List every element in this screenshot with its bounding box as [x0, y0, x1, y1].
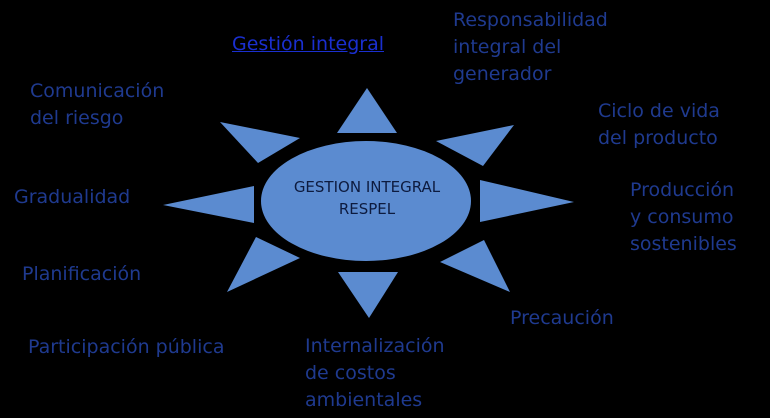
- label-planificacion: Planificación: [22, 263, 142, 285]
- ray-bottom-right: [440, 240, 510, 292]
- ray-top-left: [220, 122, 300, 163]
- ray-right: [480, 180, 574, 222]
- label-produccion-consumo: Producción y consumo sostenibles: [630, 179, 737, 255]
- ray-bottom: [338, 272, 398, 318]
- center-ellipse: [261, 141, 471, 261]
- label-comunicacion: Comunicación del riesgo: [30, 80, 165, 129]
- label-ciclo-vida: Ciclo de vida del producto: [598, 100, 720, 149]
- gestion-integral-link[interactable]: Gestión integral: [232, 33, 384, 55]
- ray-top: [337, 88, 397, 133]
- label-internalizacion: Internalización de costos ambientales: [305, 335, 445, 411]
- label-precaucion: Precaución: [510, 307, 614, 329]
- label-participacion: Participación pública: [28, 336, 225, 358]
- ray-left: [163, 186, 254, 223]
- ray-top-right: [436, 125, 514, 166]
- label-responsabilidad: Responsabilidad integral del generador: [453, 9, 608, 85]
- ray-bottom-left: [227, 237, 300, 292]
- label-gradualidad: Gradualidad: [14, 186, 131, 208]
- center-label: GESTION INTEGRAL RESPEL: [293, 178, 441, 218]
